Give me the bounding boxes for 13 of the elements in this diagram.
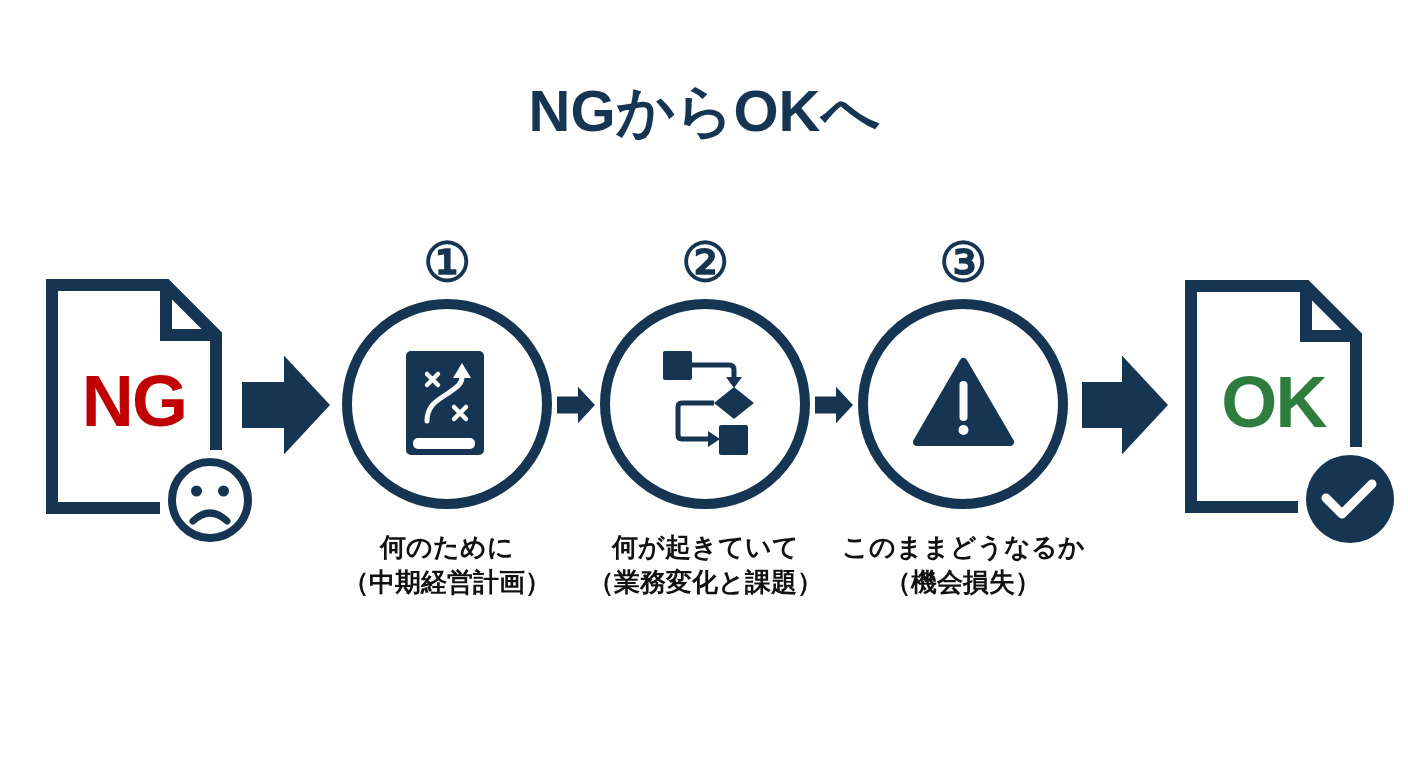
- arrow: [1082, 355, 1168, 455]
- verdict-text: OK: [1221, 364, 1326, 440]
- step-caption: 何のために（中期経営計画）: [343, 531, 551, 599]
- step-caption: 何が起きていて（業務変化と課題）: [587, 531, 823, 599]
- verdict-text: NG: [81, 363, 187, 439]
- arrow: [815, 386, 853, 424]
- title: NGからOKへ: [528, 80, 880, 142]
- step-caption: このままどうなるか（機会損失）: [841, 531, 1085, 599]
- arrow: [242, 355, 330, 455]
- step-number: ①: [423, 235, 471, 289]
- step-number: ②: [681, 235, 729, 289]
- step-number: ③: [939, 235, 987, 289]
- arrow: [557, 386, 595, 424]
